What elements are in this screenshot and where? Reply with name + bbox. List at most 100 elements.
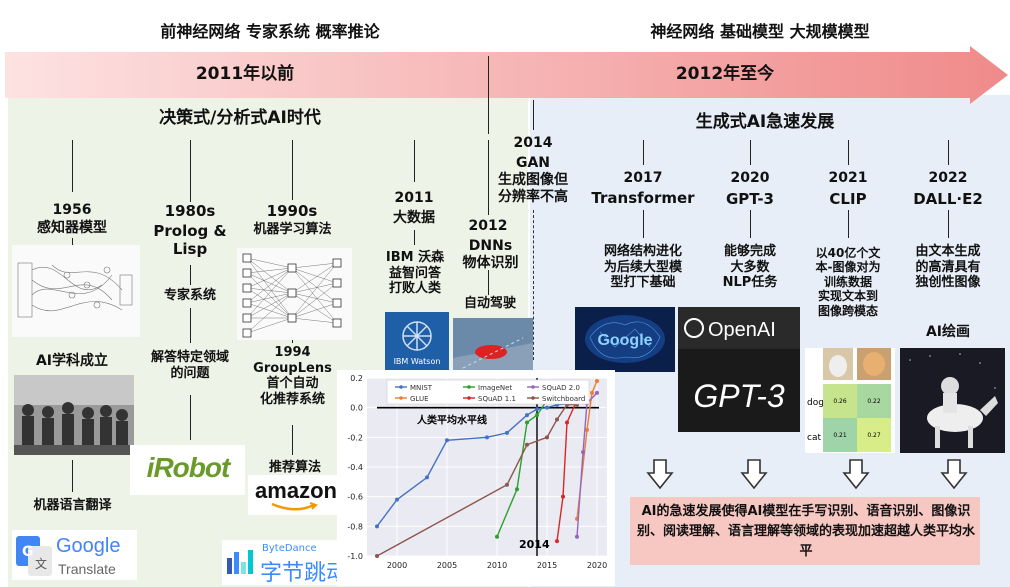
event-1990s-desc: 1994 GroupLens 首个自动 化推荐系统	[253, 345, 332, 407]
guide-line	[533, 100, 534, 130]
event-2022-desc: 由文本生成 的高清具有 独创性图像	[915, 244, 981, 291]
arrow-left-label: 2011年以前	[195, 64, 295, 84]
right-section-title: 生成式AI急速发展	[695, 112, 835, 132]
event-2020-title: GPT-3	[726, 190, 774, 208]
dartmouth-photo	[14, 375, 134, 455]
event-2011-desc: IBM 沃森 益智问答 打败人类	[385, 250, 445, 297]
guide-line	[414, 140, 415, 182]
guide-line	[643, 210, 644, 238]
timeline-arrow	[5, 46, 1008, 104]
guide-line	[292, 140, 293, 200]
data-point	[555, 539, 559, 544]
guide-line	[488, 270, 489, 295]
event-2021-desc: 以40亿个文 本-图像对为 训练数据 实现文本到 图像跨模态	[815, 246, 881, 318]
data-point	[590, 390, 594, 395]
guide-line	[190, 308, 191, 343]
legend-label: Switchboard	[542, 395, 585, 403]
x-tick-label: 2010	[487, 561, 507, 570]
event-2012-year: 2012	[468, 218, 508, 234]
guide-line	[848, 210, 849, 238]
dalle-astronaut-image	[900, 348, 1005, 453]
left-eras-label: 前神经网络 专家系统 概率推论	[160, 22, 380, 41]
guide-line	[750, 210, 751, 238]
guide-line	[533, 210, 534, 360]
data-point	[585, 427, 589, 432]
x-tick-label: 2020	[587, 561, 607, 570]
y-tick-label: 0.0	[350, 404, 363, 413]
guide-line	[190, 140, 191, 202]
data-point	[525, 442, 529, 447]
data-point	[535, 413, 539, 418]
event-2021-title: CLIP	[829, 190, 867, 208]
guide-line	[190, 265, 191, 285]
svg-text:文: 文	[35, 556, 47, 571]
bytedance-small-label: ByteDance	[262, 543, 317, 554]
google-translate-sub: Translate	[58, 561, 116, 577]
guide-line	[488, 140, 489, 215]
guide-line	[750, 140, 751, 165]
openai-gpt3-image: OpenAI GPT-3	[678, 307, 800, 432]
legend-marker	[399, 385, 403, 389]
clip-dog-label: dog	[807, 398, 824, 408]
y-tick-label: 0.2	[350, 374, 363, 383]
event-1956-year: 1956	[52, 202, 92, 218]
data-point	[425, 475, 429, 480]
data-point	[595, 390, 599, 395]
left-section-title: 决策式/分析式AI时代	[159, 108, 321, 128]
event-2020-desc: 能够完成 大多数 NLP任务	[722, 244, 778, 291]
event-2012-desc: 自动驾驶	[463, 296, 516, 311]
down-arrow-icon	[740, 459, 768, 490]
series-line	[576, 392, 598, 537]
guide-line	[948, 210, 949, 238]
legend-label: ImageNet	[478, 384, 512, 392]
x-tick-label: 2015	[537, 561, 557, 570]
data-point	[445, 438, 449, 443]
event-1990s-year: 1990s	[266, 202, 318, 220]
data-point	[505, 430, 509, 435]
conclusion-text: AI的急速发展使得AI模型在手写识别、语音识别、图像识别、阅读理解、语言理解等领…	[636, 504, 975, 559]
event-2014-year: 2014	[513, 135, 553, 151]
guide-line	[292, 425, 293, 455]
event-1980s-title: Prolog & Lisp	[153, 222, 227, 258]
down-arrow-icon	[940, 459, 968, 490]
ibm-watson-image	[385, 312, 449, 372]
legend-marker	[399, 396, 403, 400]
clip-matrix-cell: 0.22	[867, 398, 881, 405]
y-tick-label: -0.6	[347, 493, 363, 502]
clip-matrix-cell: 0.21	[833, 432, 847, 439]
event-2017-year: 2017	[623, 170, 663, 186]
year-2014-label: 2014	[519, 538, 550, 551]
legend-label: SQuAD 1.1	[478, 395, 516, 403]
clip-cat-label: cat	[807, 433, 821, 443]
irobot-logo: iRobot	[146, 452, 231, 483]
data-point	[581, 450, 585, 455]
data-point	[565, 420, 569, 425]
data-point	[495, 534, 499, 539]
y-tick-label: -0.8	[347, 522, 363, 531]
google-translate-logo: Google	[56, 535, 121, 557]
autonomous-car-image	[453, 318, 533, 373]
data-point	[555, 417, 559, 422]
data-point	[545, 435, 549, 440]
event-2020-year: 2020	[730, 170, 770, 186]
guide-line	[72, 140, 73, 192]
event-1980s-note: 解答特定领域 的问题	[150, 350, 229, 381]
data-point	[525, 413, 529, 418]
bytedance-big-label: 字节跳动	[260, 561, 349, 586]
data-point	[515, 487, 519, 492]
data-point	[525, 420, 529, 425]
guide-line	[190, 395, 191, 440]
data-point	[505, 482, 509, 487]
right-eras-label: 神经网络 基础模型 大规模模型	[650, 22, 870, 41]
openai-logo-text: OpenAI	[708, 319, 776, 341]
event-2022-title: DALL·E2	[913, 190, 983, 208]
x-tick-label: 2000	[387, 561, 407, 570]
legend-label: MNIST	[410, 384, 433, 392]
legend-marker	[531, 385, 535, 389]
google-translate-icon: G 文	[16, 536, 52, 576]
x-tick-label: 2005	[437, 561, 457, 570]
data-point	[575, 534, 579, 539]
bytedance-icon	[227, 550, 253, 574]
google-brain-text: Google	[597, 332, 652, 349]
guide-line	[414, 230, 415, 245]
